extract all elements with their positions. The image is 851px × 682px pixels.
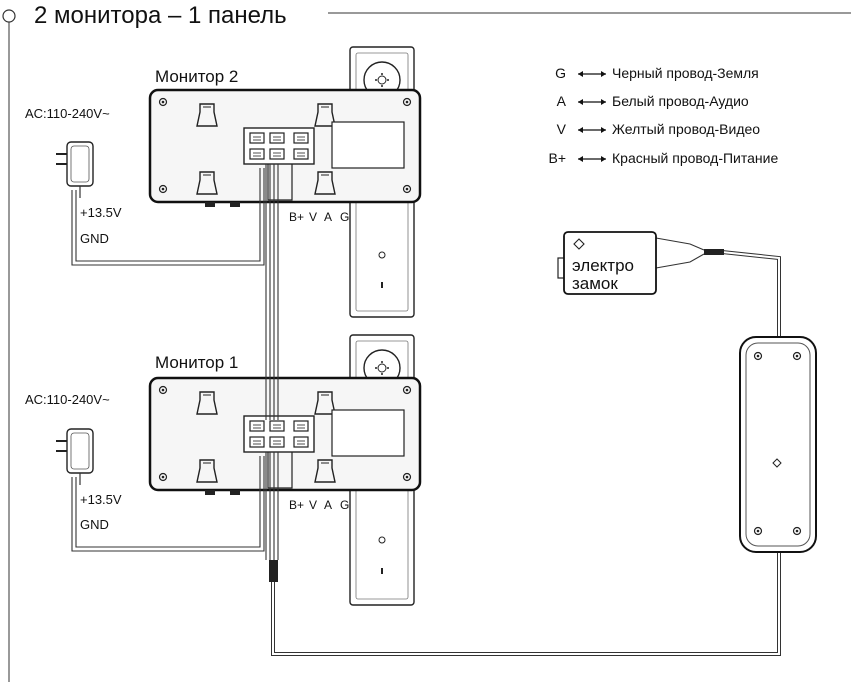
lock-label-line2: замок	[572, 274, 618, 293]
power-supply-2: AC:110-240V~ +13.5V GND	[25, 106, 265, 266]
terminal-v: V	[309, 498, 317, 512]
terminal-a: A	[324, 498, 332, 512]
call-panel	[739, 336, 817, 553]
voltage-label: +13.5V	[80, 492, 122, 507]
ac-label: AC:110-240V~	[25, 106, 110, 121]
terminal-a: A	[324, 210, 332, 224]
wire-legend: G Черный провод-Земля A Белый провод-Ауд…	[548, 65, 778, 166]
terminal-v: V	[309, 210, 317, 224]
monitor-1: Монитор 1 B+ V A G	[148, 334, 422, 606]
ac-label: AC:110-240V~	[25, 392, 110, 407]
electric-lock: электро замок	[557, 231, 657, 295]
legend-key-g: G	[555, 65, 566, 81]
gnd-label: GND	[80, 517, 109, 532]
title-bullet-icon	[2, 9, 16, 23]
bus-wires	[265, 164, 279, 560]
legend-key-v: V	[557, 121, 567, 137]
lock-body	[563, 231, 657, 295]
voltage-label: +13.5V	[80, 205, 122, 220]
lock-label-line1: электро	[572, 256, 634, 275]
legend-arrow-icon	[578, 127, 606, 133]
legend-text-bplus: Красный провод-Питание	[612, 150, 778, 166]
diamond-icon	[573, 238, 585, 250]
label-plate	[331, 121, 405, 169]
monitor-2-label: Монитор 2	[155, 67, 238, 86]
panel-cable-outer	[271, 552, 781, 656]
page-title: 2 монитора – 1 панель	[34, 2, 287, 29]
cable-joint	[269, 560, 278, 582]
gnd-label: GND	[80, 231, 109, 246]
legend-key-bplus: B+	[548, 150, 566, 166]
legend-text-v: Желтый провод-Видео	[612, 121, 760, 137]
terminal-g: G	[340, 210, 349, 224]
cable-joint	[704, 249, 724, 255]
monitor-1-label: Монитор 1	[155, 353, 238, 372]
legend-text-g: Черный провод-Земля	[612, 65, 759, 81]
terminal-g: G	[340, 498, 349, 512]
power-supply-1: AC:110-240V~ +13.5V GND	[25, 392, 265, 552]
monitor-2: Монитор 2 B+ V A G	[148, 46, 422, 318]
legend-arrow-icon	[578, 99, 606, 105]
lock-cable-outer	[721, 250, 781, 337]
legend-arrow-icon	[578, 71, 606, 77]
terminal-bplus: B+	[289, 210, 304, 224]
terminal-bplus: B+	[289, 498, 304, 512]
legend-arrow-icon	[578, 156, 606, 162]
label-plate	[331, 409, 405, 457]
legend-key-a: A	[557, 93, 567, 109]
legend-text-a: Белый провод-Аудио	[612, 93, 749, 109]
